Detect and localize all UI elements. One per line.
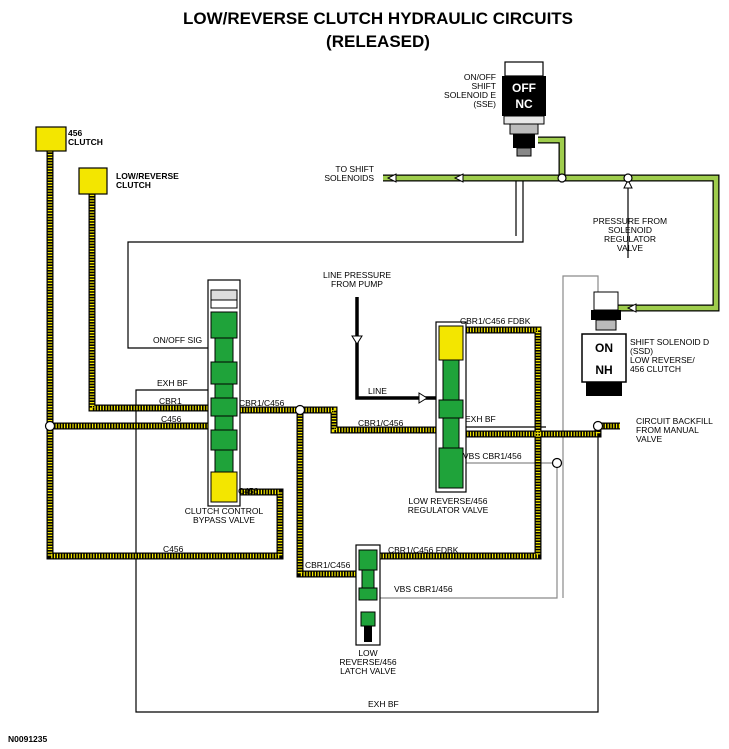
exh-bf-right-label: EXH BF [465,414,496,424]
on-off-sig-label: ON/OFF SIG [153,335,202,345]
green-circuits [383,136,720,313]
ssd-state-on: ON [595,341,613,355]
c456-valve-label: C456 [238,486,259,496]
cbr1-c456-reg-label: CBR1/C456 [358,418,404,428]
ssd-state-nh: NH [595,363,612,377]
cbr1-left-label: CBR1 [159,396,182,406]
junction-nodes [44,173,633,469]
exh-bf-left-label: EXH BF [157,378,188,388]
sse-state-nc: NC [515,97,533,111]
diagram-subtitle: (RELEASED) [326,32,430,51]
cbr1-c456-fdbk-bottom-label: CBR1/C456 FDBK [388,545,459,555]
cbr1-c456-mid-label: CBR1/C456 [239,398,285,408]
diagram-title: LOW/REVERSE CLUTCH HYDRAULIC CIRCUITS [183,9,573,28]
line-label: LINE [368,386,387,396]
shift-solenoid-d: ON NH SHIFT SOLENOID D(SSD)LOW REVERSE/4… [581,291,709,396]
line-pressure-path [351,297,444,404]
ssd-label: SHIFT SOLENOID D(SSD)LOW REVERSE/456 CLU… [630,337,709,374]
figure-id: N0091235 [8,734,48,744]
exh-bf-lines [135,389,599,713]
vbs-cbr1-456-top-label: VBS CBR1/456 [463,451,522,461]
cbr1-c456-latch-label: CBR1/C456 [305,560,351,570]
c456-left-label: C456 [161,414,182,424]
sse-state-off: OFF [512,81,536,95]
vbs-cbr1-456-bottom-label: VBS CBR1/456 [394,584,453,594]
c456-bottom-label: C456 [163,544,184,554]
signal-lines [127,175,524,349]
cbr1-c456-fdbk-top-label: CBR1/C456 FDBK [460,316,531,326]
exh-bf-bottom-label: EXH BF [368,699,399,709]
